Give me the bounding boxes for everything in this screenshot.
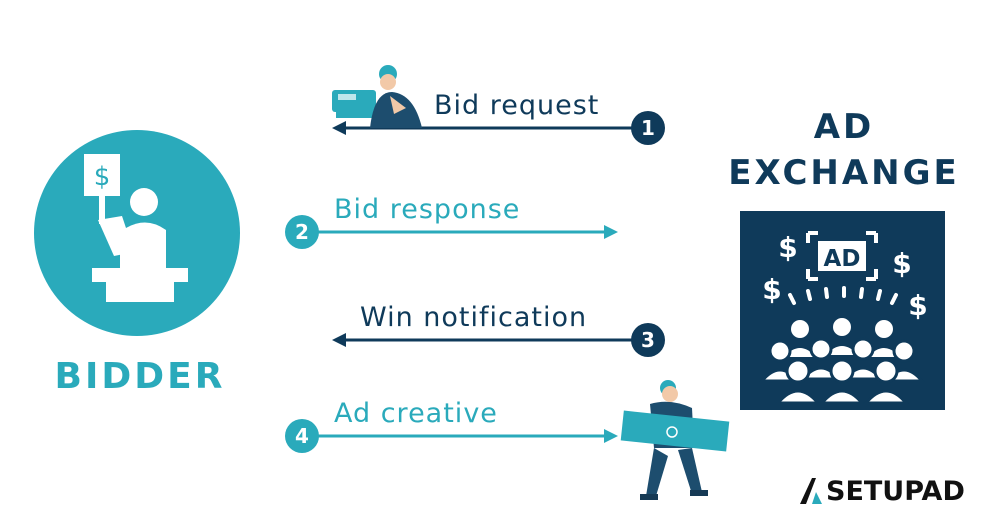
ad-screen-label: AD	[824, 246, 861, 272]
step-3-arrow	[332, 323, 665, 357]
dollar-icon-right-top: $	[892, 247, 911, 280]
dollar-icon-left-bottom: $	[762, 273, 781, 306]
step-4-number: 4	[295, 424, 309, 448]
step-4-arrow	[285, 419, 618, 453]
step-4-label: Ad creative	[334, 398, 498, 429]
step-1-label: Bid request	[434, 90, 600, 121]
bidder-sign-dollar: $	[94, 162, 111, 192]
person-with-laptop-icon	[332, 65, 422, 128]
step-1-arrow	[332, 111, 665, 145]
dollar-icon-right-bottom: $	[908, 289, 927, 322]
step-1-number: 1	[641, 116, 655, 140]
bidder-icon: $	[34, 130, 240, 336]
setupad-logo-icon	[800, 478, 822, 504]
bidder-label: BIDDER	[54, 356, 226, 397]
step-3-label: Win notification	[360, 302, 588, 333]
ad-exchange-icon: AD $ $ $ $	[740, 211, 945, 410]
dollar-icon-left-top: $	[778, 231, 797, 264]
step-2-arrow	[285, 215, 618, 249]
ad-exchange-title: AD EXCHANGE	[706, 104, 982, 196]
person-carrying-banner-icon	[620, 380, 730, 500]
ad-exchange-title-line2: EXCHANGE	[728, 153, 960, 193]
ad-exchange-title-line1: AD	[813, 107, 875, 147]
step-2-label: Bid response	[334, 194, 521, 225]
step-3-number: 3	[641, 328, 655, 352]
brand-name: SETUPAD	[826, 476, 965, 507]
step-2-number: 2	[295, 220, 309, 244]
